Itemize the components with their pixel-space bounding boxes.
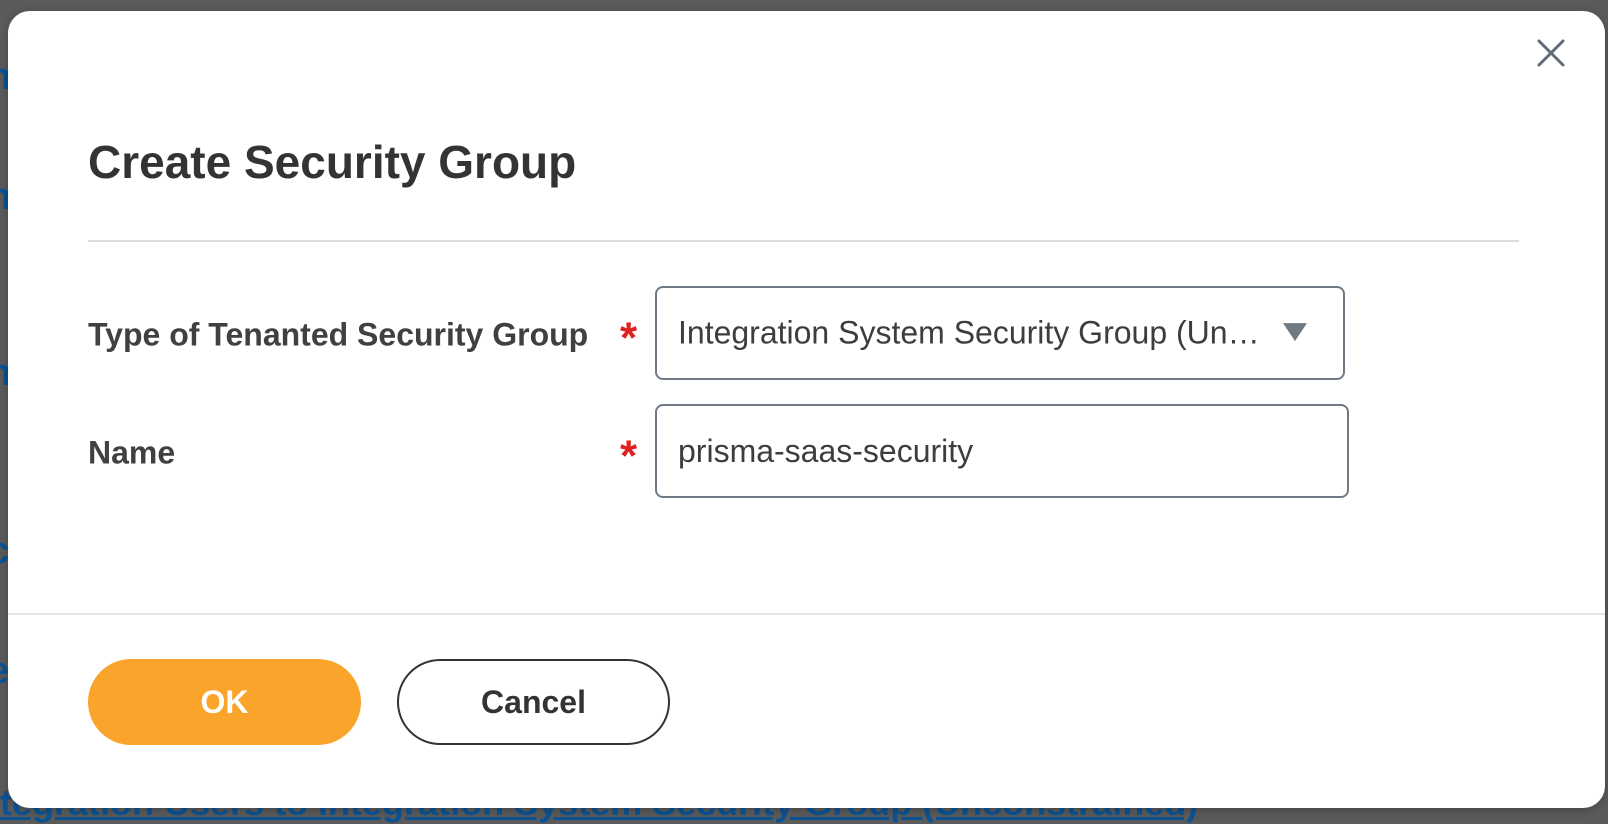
type-field-row: Type of Tenanted Security Group * Integr… [88, 286, 1388, 384]
dialog-title: Create Security Group [88, 136, 577, 188]
footer-divider [8, 613, 1605, 615]
type-field-label: Type of Tenanted Security Group [88, 316, 589, 353]
required-marker: * [620, 431, 638, 481]
security-group-type-select[interactable]: Integration System Security Group (Uncon… [655, 286, 1345, 380]
background-text-fragment: c [0, 530, 9, 573]
cancel-button[interactable]: Cancel [397, 659, 670, 745]
close-button[interactable] [1533, 35, 1569, 71]
name-field-row: Name * [88, 404, 1388, 502]
required-marker: * [620, 313, 638, 363]
name-input[interactable] [655, 404, 1349, 498]
security-group-type-value: Integration System Security Group (Uncon… [678, 314, 1271, 351]
create-security-group-dialog: Create Security Group Type of Tenanted S… [8, 11, 1605, 808]
background-text-fragment: e [0, 650, 9, 693]
background-text-fragment: n [0, 56, 11, 99]
dropdown-triangle-icon [1283, 323, 1307, 342]
close-icon [1537, 39, 1565, 67]
name-field-label: Name [88, 434, 176, 471]
background-text-fragment: n [0, 352, 11, 395]
header-divider [88, 240, 1519, 242]
background-text-fragment: n [0, 176, 11, 219]
ok-button[interactable]: OK [88, 659, 361, 745]
